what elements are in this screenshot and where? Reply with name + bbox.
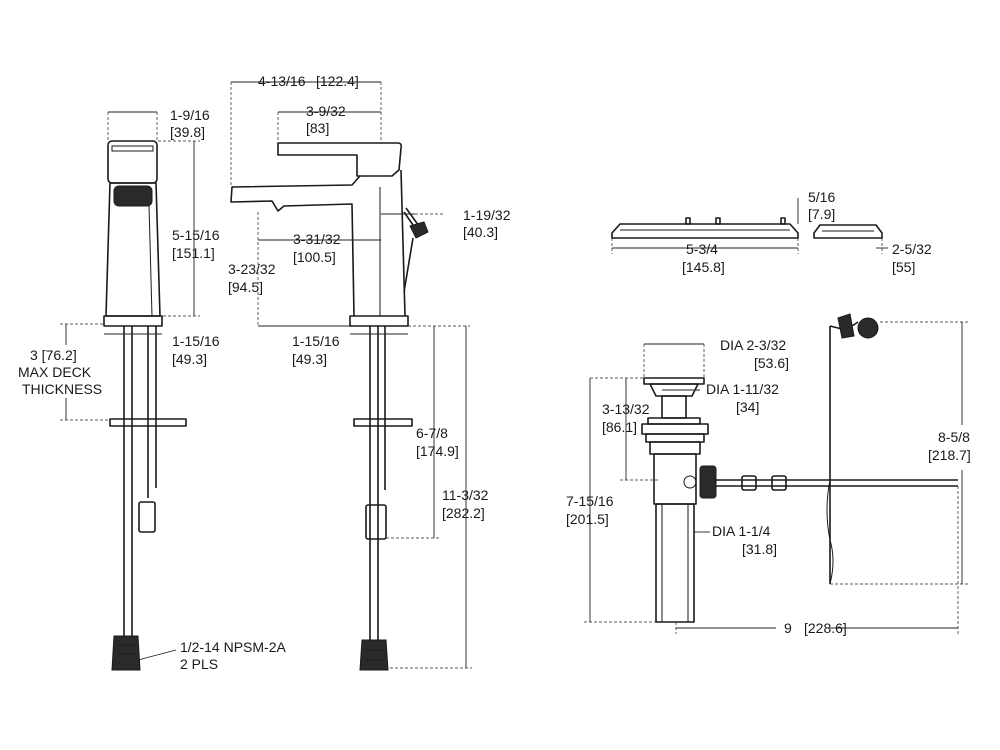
connection-qty-label: 2 PLS — [180, 656, 218, 672]
side-view-dimensions — [60, 111, 200, 661]
handle-reach-mm-label: [83] — [306, 120, 329, 136]
drain-total-mm-label: [201.5] — [566, 511, 609, 527]
side-height-label: 5-15/16 — [172, 227, 220, 243]
drain-assembly — [641, 377, 717, 623]
side-top-width-mm-label: [39.8] — [170, 124, 205, 140]
side-view-faucet — [103, 140, 187, 671]
front-base-mm-label: [49.3] — [292, 351, 327, 367]
connection-label: 1/2-14 NPSM-2A — [180, 639, 286, 655]
deck-thickness-label: 3 [76.2] — [30, 347, 77, 363]
drain-upper-label: 3-13/32 — [602, 401, 650, 417]
spout-reach-label: 3-31/32 — [293, 231, 341, 247]
plate-width-label: 5-3/4 — [686, 241, 718, 257]
rod-height-mm-label: [218.7] — [928, 447, 971, 463]
drain-pivot-rod — [716, 313, 958, 585]
handle-reach-label: 3-9/32 — [306, 103, 346, 119]
below-deck-mm-label: [282.2] — [442, 505, 485, 521]
spout-height-label: 3-23/32 — [228, 261, 276, 277]
side-height-mm-label: [151.1] — [172, 245, 215, 261]
deck-thickness-line3: THICKNESS — [22, 381, 102, 397]
deck-plate — [611, 217, 883, 239]
plate-height-mm-label: [7.9] — [808, 206, 835, 222]
side-base-mm-label: [49.3] — [172, 351, 207, 367]
lift-rod-reach-label: 1-19/32 — [463, 207, 511, 223]
drain-upper-mm-label: [86.1] — [602, 419, 637, 435]
drain-dimensions — [584, 321, 968, 634]
front-overall-mm-label: [122.4] — [316, 73, 359, 89]
shank-mm-label: [174.9] — [416, 443, 459, 459]
front-overall-label: 4-13/16 — [258, 73, 306, 89]
rod-length-mm-label: [228.6] — [804, 620, 847, 636]
tailpiece-dia-mm-label: [31.8] — [742, 541, 777, 557]
drain-stopper-dia-mm-label: [34] — [736, 399, 759, 415]
drain-flange-dia-mm-label: [53.6] — [754, 355, 789, 371]
side-base-label: 1-15/16 — [172, 333, 220, 349]
tailpiece-dia-label: DIA 1-1/4 — [712, 523, 771, 539]
plate-height-label: 5/16 — [808, 189, 835, 205]
plate-depth-label: 2-5/32 — [892, 241, 932, 257]
side-top-width-label: 1-9/16 — [170, 107, 210, 123]
spout-reach-mm-label: [100.5] — [293, 249, 336, 265]
plate-depth-mm-label: [55] — [892, 259, 915, 275]
lift-rod-reach-mm-label: [40.3] — [463, 224, 498, 240]
rod-length-label: 9 — [784, 620, 792, 636]
deck-plate-dimensions — [611, 198, 888, 254]
below-deck-label: 11-3/32 — [442, 487, 489, 503]
spout-height-mm-label: [94.5] — [228, 279, 263, 295]
rod-height-label: 8-5/8 — [938, 429, 970, 445]
plate-width-mm-label: [145.8] — [682, 259, 725, 275]
front-base-label: 1-15/16 — [292, 333, 340, 349]
deck-thickness-line2: MAX DECK — [18, 364, 92, 380]
front-view-faucet — [230, 142, 429, 671]
front-view-dimensions — [230, 81, 472, 669]
drain-flange-dia-label: DIA 2-3/32 — [720, 337, 786, 353]
drain-stopper-dia-label: DIA 1-11/32 — [706, 381, 779, 397]
drain-total-label: 7-15/16 — [566, 493, 614, 509]
shank-label: 6-7/8 — [416, 425, 448, 441]
